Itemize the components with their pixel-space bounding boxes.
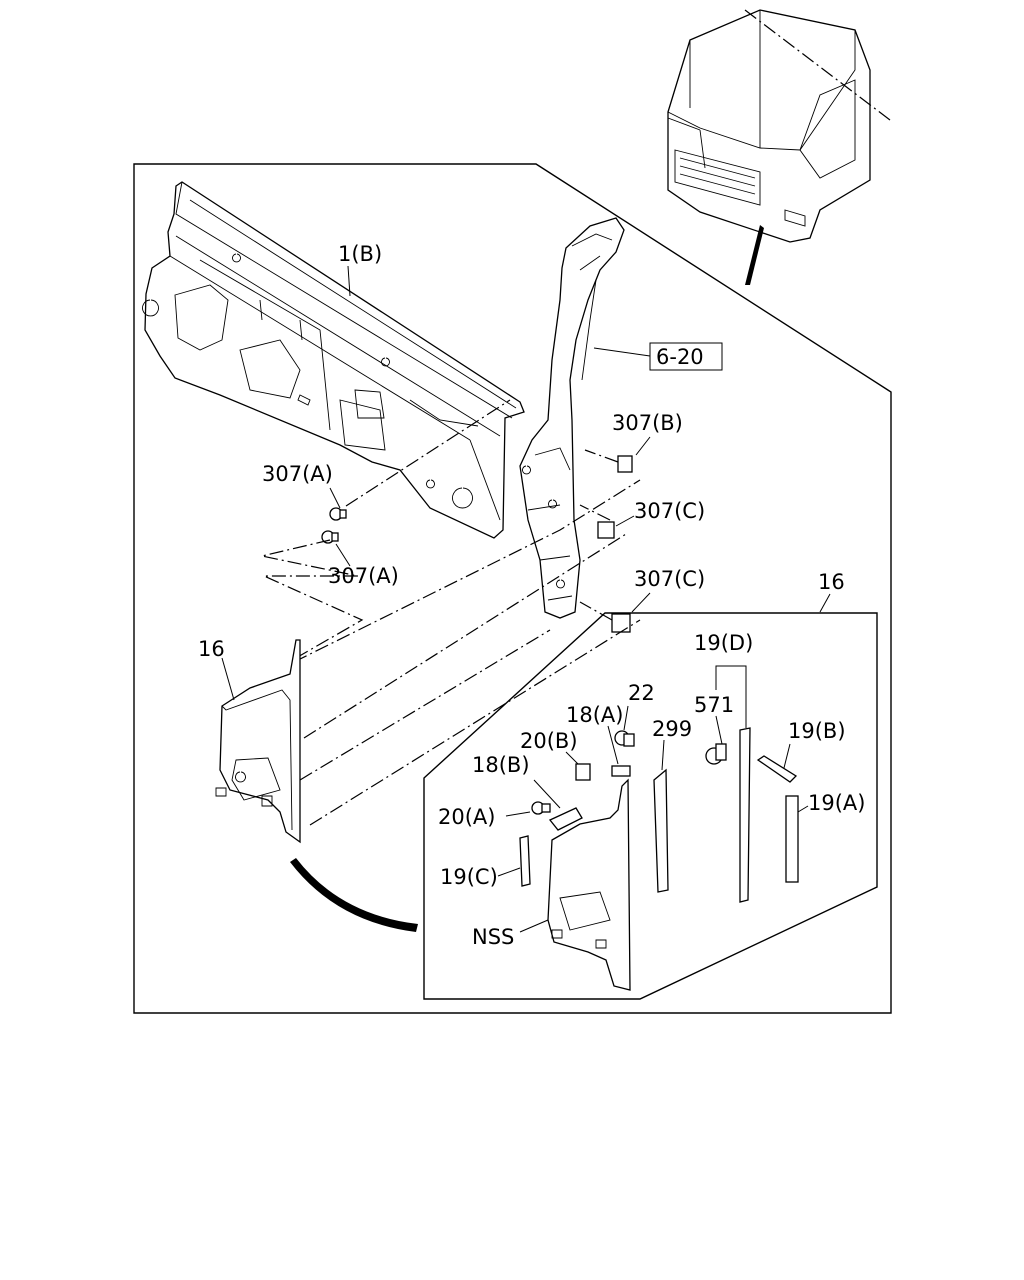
- a-pillar: [519, 217, 625, 619]
- label-part-16-detail: 16: [818, 570, 845, 594]
- part-16-main: [215, 639, 301, 844]
- label-clip-307b: 307(B): [612, 411, 683, 435]
- part-20a: [531, 801, 551, 815]
- label-part-19c: 19(C): [440, 865, 498, 889]
- label-part-22: 22: [628, 681, 655, 705]
- label-part-19b: 19(B): [788, 719, 846, 743]
- label-pillar-ref: 6-20: [656, 345, 704, 369]
- part-19d: [739, 727, 751, 903]
- part-571: [705, 743, 727, 765]
- part-299: [653, 768, 669, 893]
- detail-frame: [423, 612, 878, 1000]
- label-part-20b: 20(B): [520, 729, 578, 753]
- part-19b: [756, 755, 798, 783]
- label-part-19d: 19(D): [694, 631, 753, 655]
- truck-cab-illustration: [667, 9, 891, 285]
- part-19c: [519, 835, 531, 887]
- leader-lines: [261, 399, 641, 826]
- label-clip-307c-lower: 307(C): [634, 567, 705, 591]
- clip-307b: [617, 455, 633, 473]
- cowl-panel-1b: [142, 181, 525, 539]
- label-part-299: 299: [652, 717, 692, 741]
- clip-307c-upper: [597, 521, 615, 539]
- part-19a: [785, 795, 799, 883]
- part-18a: [611, 765, 631, 777]
- label-part-18b: 18(B): [472, 753, 530, 777]
- pillar-ref-box: [649, 342, 723, 371]
- label-part-nss: NSS: [472, 925, 514, 949]
- part-20b: [575, 763, 591, 781]
- label-part-16-main: 16: [198, 637, 225, 661]
- clip-307a-lower: [321, 530, 339, 544]
- part-22: [614, 730, 635, 747]
- label-clip-307c-upper: 307(C): [634, 499, 705, 523]
- clip-307a-upper: [329, 507, 347, 521]
- label-cowl-panel: 1(B): [338, 242, 382, 266]
- label-part-571: 571: [694, 693, 734, 717]
- part-18b: [548, 807, 583, 831]
- clip-307c-lower: [611, 613, 631, 633]
- main-frame: [133, 163, 892, 1014]
- label-clip-307a-upper: 307(A): [262, 462, 333, 486]
- part-nss: [547, 778, 631, 991]
- detail-arrow: [290, 858, 418, 932]
- label-part-18a: 18(A): [566, 703, 623, 727]
- label-part-20a: 20(A): [438, 805, 495, 829]
- label-part-19a: 19(A): [808, 791, 865, 815]
